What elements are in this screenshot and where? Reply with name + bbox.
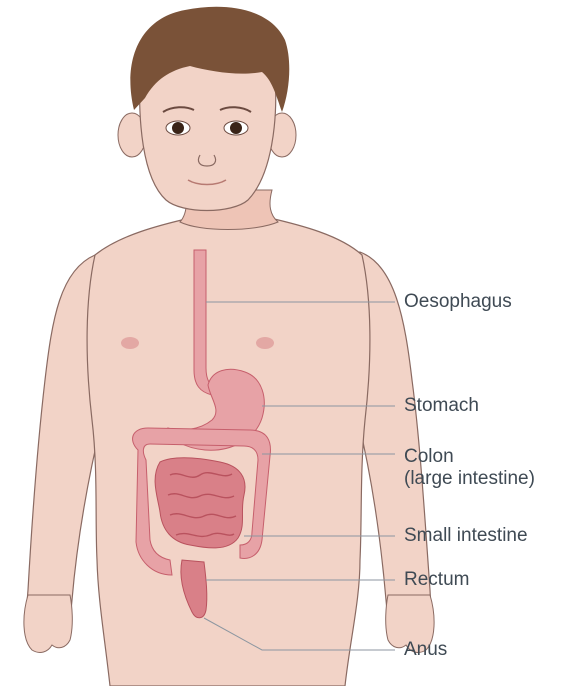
colon-label-line1: Colon bbox=[404, 446, 535, 468]
small-intestine-label: Small intestine bbox=[404, 525, 528, 547]
left-hand bbox=[24, 595, 72, 652]
child-head bbox=[118, 7, 296, 211]
anus-label: Anus bbox=[404, 639, 447, 661]
anus-label-text: Anus bbox=[404, 639, 447, 661]
oesophagus-label: Oesophagus bbox=[404, 291, 512, 313]
right-iris bbox=[230, 122, 242, 134]
stomach-label-text: Stomach bbox=[404, 395, 479, 417]
colon-label: Colon (large intestine) bbox=[404, 446, 535, 490]
stomach-label: Stomach bbox=[404, 395, 479, 417]
left-iris bbox=[172, 122, 184, 134]
small-intestine-label-text: Small intestine bbox=[404, 525, 528, 547]
rectum-label-text: Rectum bbox=[404, 569, 469, 591]
torso bbox=[87, 218, 370, 686]
left-nipple bbox=[121, 337, 139, 349]
right-nipple bbox=[256, 337, 274, 349]
rectum-label: Rectum bbox=[404, 569, 469, 591]
colon-label-line2: (large intestine) bbox=[404, 468, 535, 490]
oesophagus-label-text: Oesophagus bbox=[404, 291, 512, 313]
